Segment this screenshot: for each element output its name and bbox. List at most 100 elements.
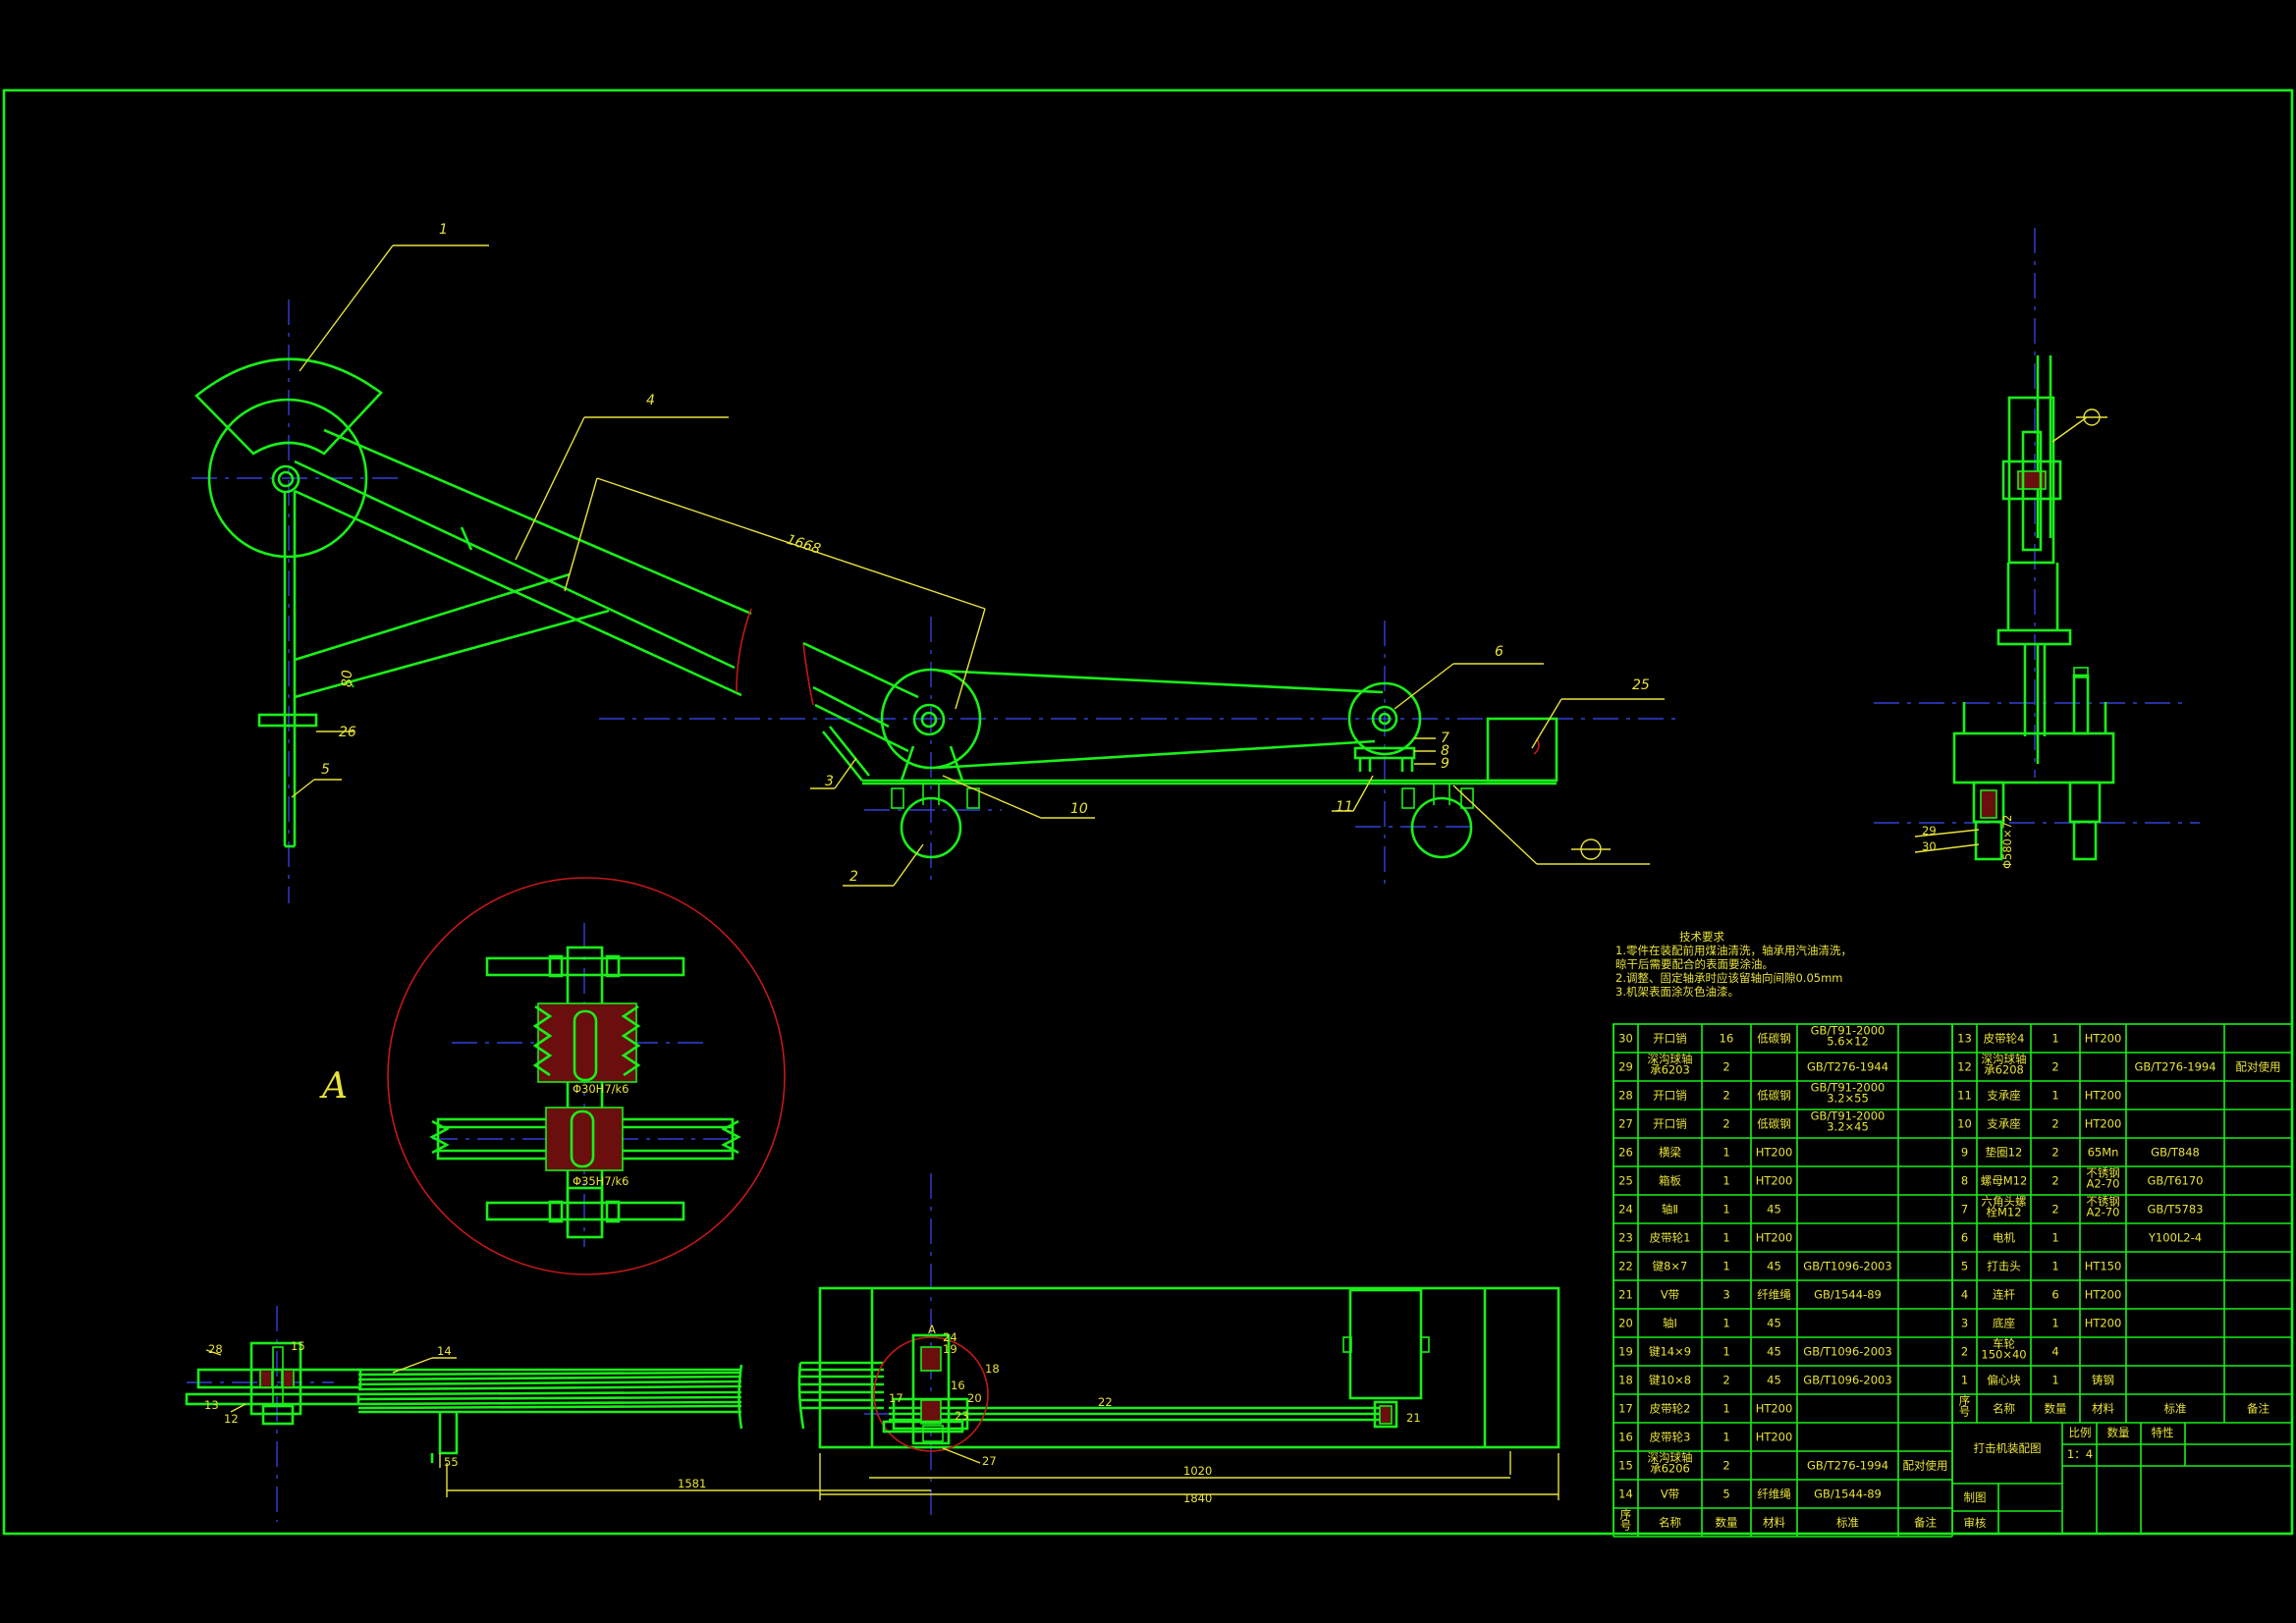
parts-cell: 1: [1722, 1431, 1729, 1444]
tech-requirement-line-2: 晾干后需要配合的表面要涂油。: [1615, 957, 1774, 971]
parts-cell: 6: [2051, 1288, 2058, 1302]
parts-cell: 9: [1961, 1146, 1968, 1160]
parts-cell: HT150: [2085, 1260, 2122, 1273]
bottom-leader-15: 15: [291, 1339, 305, 1353]
bottom-leader-14: 14: [437, 1344, 452, 1358]
parts-cell: 23: [1618, 1231, 1633, 1245]
leader-label-5: 5: [321, 762, 330, 778]
parts-cell: 底座: [1993, 1317, 2015, 1330]
parts-header-cell: 序号: [1620, 1508, 1632, 1533]
parts-cell: HT200: [1756, 1431, 1793, 1444]
parts-cell: 2: [2051, 1146, 2058, 1160]
parts-cell: 20: [1618, 1317, 1633, 1330]
parts-cell: 1: [1722, 1146, 1729, 1160]
parts-cell: 开口销: [1653, 1117, 1687, 1131]
parts-cell: GB/T276-1944: [1807, 1060, 1888, 1074]
bottom-leader-27: 27: [982, 1454, 997, 1468]
parts-cell: 6: [1961, 1231, 1968, 1245]
parts-cell: 纤维绳: [1757, 1288, 1791, 1302]
leader-label-4: 4: [646, 393, 655, 408]
parts-cell: HT200: [1756, 1231, 1793, 1245]
parts-cell: 45: [1767, 1260, 1781, 1273]
detail-dimension-1: Φ30H7/k6: [573, 1082, 629, 1096]
parts-cell: GB/T6170: [2148, 1174, 2204, 1188]
parts-cell: 1: [1722, 1203, 1729, 1217]
parts-cell: 2: [1722, 1117, 1729, 1131]
parts-cell: 2: [2051, 1203, 2058, 1217]
bottom-leader-19: 19: [943, 1342, 957, 1356]
side-dimension: Φ580×72: [2000, 815, 2014, 869]
tech-requirements: 技术要求 1.零件在装配前用煤油清洗，轴承用汽油清洗， 晾干后需要配合的表面要涂…: [1615, 930, 1852, 999]
parts-cell: 开口销: [1653, 1032, 1687, 1046]
parts-cell: V带: [1661, 1488, 1679, 1501]
parts-cell: 垫圈12: [1986, 1146, 2023, 1160]
drawing-frame: [2, 88, 2294, 1536]
parts-header-cell: 备注: [1914, 1516, 1937, 1530]
parts-cell: 27: [1618, 1117, 1633, 1131]
parts-cell: 8: [1961, 1174, 1968, 1188]
tech-requirement-line-4: 3.机架表面涂灰色油漆。: [1615, 985, 1739, 999]
parts-cell: 30: [1618, 1032, 1633, 1046]
bottom-leader-20: 20: [967, 1391, 982, 1405]
parts-cell: 10: [1957, 1117, 1972, 1131]
parts-cell: 电机: [1993, 1231, 2016, 1245]
parts-cell: 65Mn: [2088, 1146, 2119, 1160]
parts-cell: 7: [1961, 1203, 1968, 1217]
detail-view-label: A: [319, 1066, 348, 1107]
parts-cell: HT200: [2085, 1288, 2122, 1302]
bottom-dimension-1020: 1020: [1183, 1464, 1212, 1478]
bottom-leader-16: 16: [951, 1379, 965, 1392]
parts-cell: 皮带轮1: [1650, 1231, 1691, 1245]
parts-cell: 29: [1618, 1060, 1633, 1074]
parts-cell: 2: [2051, 1174, 2058, 1188]
parts-cell: 45: [1767, 1203, 1781, 1217]
bottom-leader-12: 12: [224, 1412, 239, 1426]
dimension-main: 1668: [785, 532, 823, 558]
parts-cell: 键10×8: [1649, 1374, 1691, 1387]
parts-cell: 低碳钢: [1757, 1089, 1791, 1103]
bottom-leader-17: 17: [889, 1391, 903, 1405]
leader-label-6: 6: [1495, 644, 1503, 660]
leader-label-8: 8: [1441, 743, 1449, 759]
parts-header-cell: 数量: [1716, 1516, 1738, 1530]
parts-header-cell: 备注: [2247, 1402, 2270, 1416]
parts-cell: HT200: [2085, 1317, 2122, 1330]
parts-cell: 5: [1961, 1260, 1968, 1273]
tech-requirement-line-3: 2.调整、固定轴承时应该留轴向间隙0.05mm: [1615, 971, 1842, 985]
parts-header-cell: 标准: [1836, 1516, 1859, 1530]
parts-cell: 24: [1618, 1203, 1633, 1217]
parts-cell: HT200: [1756, 1402, 1793, 1416]
bottom-leader-13: 13: [204, 1398, 219, 1412]
leader-label-10: 10: [1070, 801, 1088, 817]
parts-cell: 支承座: [1987, 1117, 2021, 1131]
parts-cell: 14: [1618, 1488, 1633, 1501]
parts-cell: 25: [1618, 1174, 1633, 1188]
parts-header-cell: 数量: [2045, 1402, 2067, 1416]
parts-cell: 45: [1767, 1374, 1781, 1387]
bottom-dimension-1840: 1840: [1183, 1491, 1212, 1505]
parts-cell: 配对使用: [2236, 1060, 2281, 1074]
leader-label-3: 3: [825, 774, 834, 789]
parts-cell: Y100L2-4: [2148, 1231, 2202, 1245]
parts-cell: GB/T5783: [2148, 1203, 2204, 1217]
parts-cell: 皮带轮2: [1650, 1402, 1691, 1416]
parts-cell: 1: [2051, 1089, 2058, 1103]
parts-cell: 深沟球轴承6206: [1648, 1451, 1693, 1476]
bottom-dimension-1581: 1581: [678, 1477, 706, 1490]
parts-cell: GB/T1096-2003: [1803, 1345, 1891, 1359]
parts-cell: GB/1544-89: [1814, 1288, 1882, 1302]
parts-cell: 18: [1618, 1374, 1633, 1387]
detail-view-a: A Φ30H7/k6 Φ35H7/k6: [319, 877, 786, 1275]
main-view: 1668 80 1 4 26 5 3 2 10 6 7 8 9 11 25: [191, 222, 1679, 903]
parts-cell: HT200: [2085, 1032, 2122, 1046]
parts-cell: 26: [1618, 1146, 1633, 1160]
parts-cell: 1: [1722, 1231, 1729, 1245]
parts-cell: 轴Ⅰ: [1663, 1317, 1677, 1330]
bottom-leader-24: 24: [943, 1330, 957, 1344]
parts-cell: GB/T276-1994: [2134, 1060, 2215, 1074]
leader-label-25: 25: [1632, 677, 1650, 693]
parts-cell: 1: [2051, 1260, 2058, 1273]
